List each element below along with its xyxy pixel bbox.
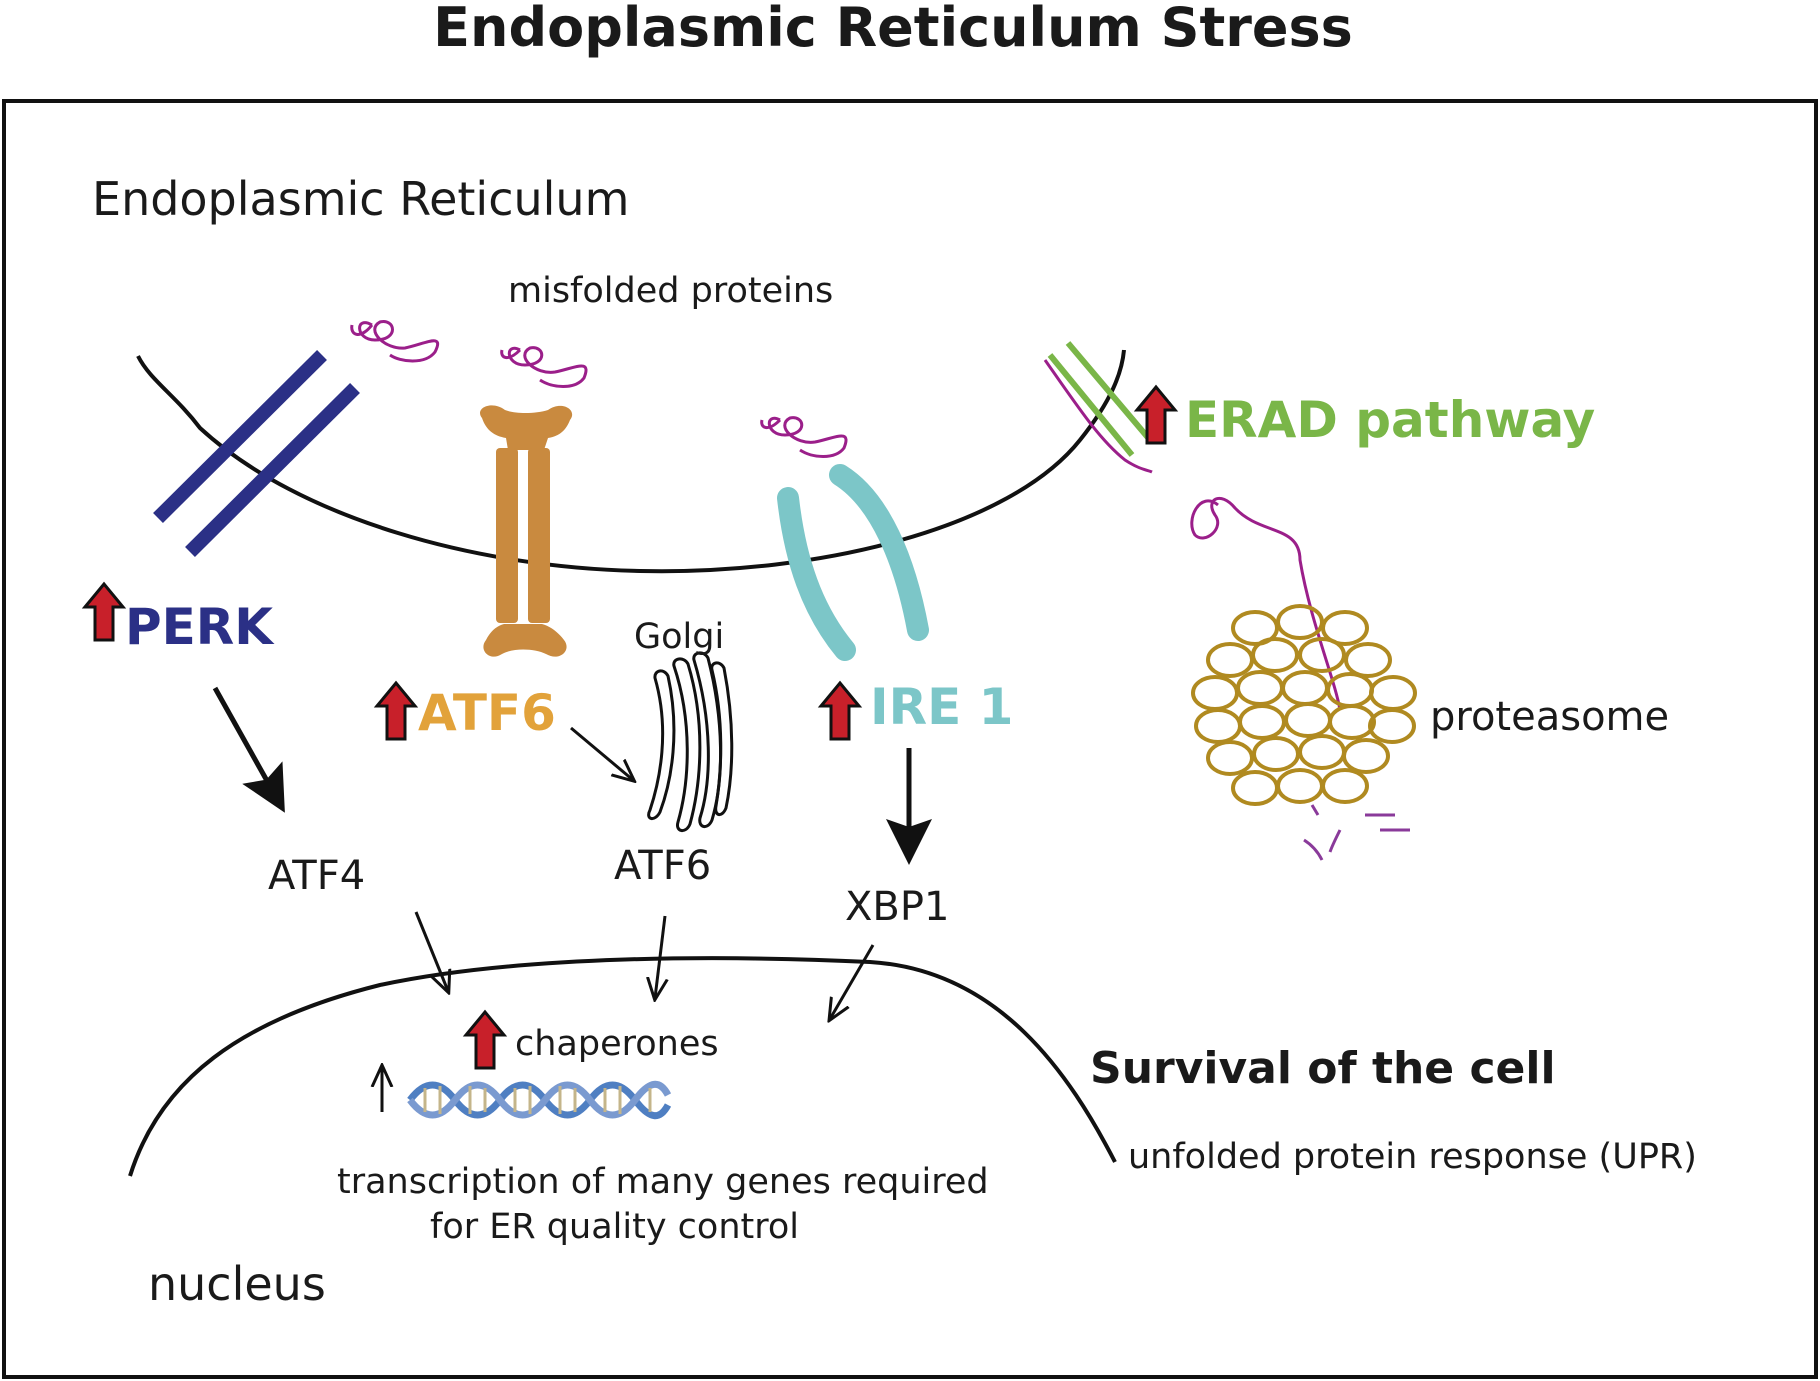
erad-channel	[1043, 341, 1153, 474]
atf4-to-nucleus-arrow	[414, 911, 448, 991]
perk-label: PERK	[125, 598, 275, 656]
atf6-active-label: ATF6	[614, 843, 711, 889]
dna-icon	[407, 1080, 672, 1120]
misfolded-proteins-label: misfolded proteins	[508, 271, 833, 311]
proteasome-label: proteasome	[1430, 694, 1669, 740]
xbp1-label: XBP1	[845, 884, 949, 930]
nucleus-membrane	[128, 956, 1117, 1177]
page-title: Endoplasmic Reticulum Stress	[433, 0, 1353, 59]
up-arrow-icon	[373, 680, 419, 741]
erad-label: ERAD pathway	[1185, 391, 1595, 449]
atf6-receptor	[480, 405, 573, 657]
degraded-peptides	[1303, 804, 1410, 861]
protein-strand	[1190, 496, 1342, 711]
golgi-label: Golgi	[634, 617, 724, 657]
up-arrow-icon	[817, 680, 863, 741]
chaperones-label: chaperones	[515, 1024, 719, 1064]
atf6-to-nucleus-arrow	[655, 915, 665, 998]
up-arrow-icon	[81, 581, 127, 642]
atf6-receptor-label: ATF6	[418, 684, 556, 742]
proteasome-icon	[1191, 604, 1417, 806]
transcription-line-2: for ER quality control	[430, 1207, 799, 1247]
transcription-line-1: transcription of many genes required	[337, 1162, 989, 1202]
xbp1-to-nucleus-arrow	[830, 944, 875, 1019]
diagram-frame	[2, 99, 1818, 1379]
nucleus-label: nucleus	[148, 1257, 326, 1311]
up-arrow-icon	[462, 1009, 508, 1070]
misfolded-protein-icon	[350, 320, 440, 363]
er-label: Endoplasmic Reticulum	[92, 172, 629, 226]
ire1-label: IRE 1	[870, 678, 1013, 736]
survival-label: Survival of the cell	[1090, 1043, 1556, 1094]
atf6-to-golgi-arrow	[570, 726, 633, 780]
upr-label: unfolded protein response (UPR)	[1128, 1137, 1697, 1177]
golgi-icon	[647, 651, 734, 832]
er-membrane	[136, 349, 1126, 574]
perk-to-atf4-arrow	[212, 686, 285, 813]
misfolded-protein-icon	[500, 346, 588, 388]
misfolded-protein-icon	[760, 416, 848, 458]
perk-receptor	[153, 350, 360, 557]
ire1-receptor	[777, 464, 929, 661]
up-arrow-icon	[1133, 384, 1179, 445]
atf4-label: ATF4	[268, 853, 365, 899]
